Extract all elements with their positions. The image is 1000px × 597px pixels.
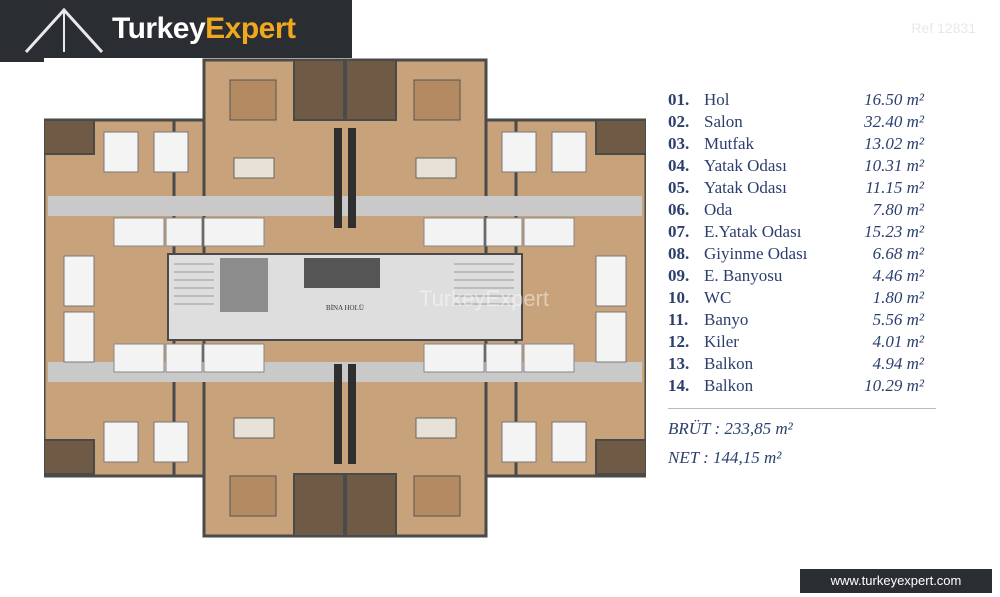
brand-word-expert: Expert: [205, 12, 296, 45]
room-row: 13. Balkon 4.94 m²: [668, 354, 928, 376]
room-area: 4.94 m²: [872, 354, 924, 373]
room-number: 02.: [668, 112, 690, 131]
room-number: 11.: [668, 310, 689, 329]
room-number: 05.: [668, 178, 690, 197]
reference-code: Ref 12831: [911, 20, 976, 36]
room-area: 4.01 m²: [872, 332, 924, 351]
floor-plan: BİNA HOLÜ: [44, 58, 646, 538]
brand-logo[interactable]: TurkeyExpert: [112, 12, 296, 46]
room-number: 03.: [668, 134, 690, 153]
room-number: 12.: [668, 332, 690, 351]
roof-logo-icon: [24, 7, 104, 54]
room-row: 11. Banyo 5.56 m²: [668, 310, 928, 332]
room-row: 03. Mutfak 13.02 m²: [668, 134, 928, 156]
room-area: 15.23 m²: [864, 222, 924, 241]
plan-watermark: TurkeyExpert: [419, 286, 549, 311]
room-name: Banyo: [704, 310, 749, 329]
website-link[interactable]: www.turkeyexpert.com: [800, 569, 992, 593]
totals-divider: [668, 408, 936, 409]
net-area: NET : 144,15 m²: [668, 448, 782, 467]
logo-bar: TurkeyExpert: [0, 0, 352, 62]
room-number: 06.: [668, 200, 690, 219]
room-name: E. Banyosu: [704, 266, 783, 285]
room-name: Oda: [704, 200, 733, 219]
room-row: 07. E.Yatak Odası 15.23 m²: [668, 222, 928, 244]
room-area: 10.29 m²: [864, 376, 924, 395]
room-area: 10.31 m²: [864, 156, 924, 175]
room-row: 10. WC 1.80 m²: [668, 288, 928, 310]
room-area: 4.46 m²: [872, 266, 924, 285]
room-row: 01. Hol 16.50 m²: [668, 90, 928, 112]
room-name: Salon: [704, 112, 743, 131]
room-name: Yatak Odası: [704, 178, 787, 197]
room-row: 05. Yatak Odası 11.15 m²: [668, 178, 928, 200]
gross-area: BRÜT : 233,85 m²: [668, 419, 793, 438]
room-area: 13.02 m²: [864, 134, 924, 153]
room-row: 04. Yatak Odası 10.31 m²: [668, 156, 928, 178]
room-row: 09. E. Banyosu 4.46 m²: [668, 266, 928, 288]
brand-word-turkey: Turkey: [112, 12, 206, 45]
room-row: 14. Balkon 10.29 m²: [668, 376, 928, 398]
room-number: 04.: [668, 156, 690, 175]
room-number: 08.: [668, 244, 690, 263]
room-name: Giyinme Odası: [704, 244, 808, 263]
room-number: 14.: [668, 376, 690, 395]
room-row: 06. Oda 7.80 m²: [668, 200, 928, 222]
room-number: 01.: [668, 90, 690, 109]
room-area: 32.40 m²: [864, 112, 924, 131]
room-row: 12. Kiler 4.01 m²: [668, 332, 928, 354]
room-area: 11.15 m²: [865, 178, 924, 197]
room-area: 7.80 m²: [872, 200, 924, 219]
room-list: 01. Hol 16.50 m² 02. Salon 32.40 m² 03. Mutfa…: [668, 90, 928, 398]
room-row: 02. Salon 32.40 m²: [668, 112, 928, 134]
room-name: Kiler: [704, 332, 739, 351]
room-area: 1.80 m²: [872, 288, 924, 307]
room-row: 08. Giyinme Odası 6.68 m²: [668, 244, 928, 266]
room-area: 16.50 m²: [864, 90, 924, 109]
room-number: 10.: [668, 288, 690, 307]
room-area: 5.56 m²: [872, 310, 924, 329]
room-name: Balkon: [704, 354, 754, 373]
room-area: 6.68 m²: [872, 244, 924, 263]
room-number: 13.: [668, 354, 690, 373]
room-name: E.Yatak Odası: [704, 222, 802, 241]
room-number: 07.: [668, 222, 690, 241]
room-name: Balkon: [704, 376, 754, 395]
room-name: WC: [704, 288, 732, 307]
room-name: Hol: [704, 90, 730, 109]
room-name: Yatak Odası: [704, 156, 787, 175]
common-hall-label: BİNA HOLÜ: [326, 304, 364, 312]
room-number: 09.: [668, 266, 690, 285]
room-name: Mutfak: [704, 134, 755, 153]
